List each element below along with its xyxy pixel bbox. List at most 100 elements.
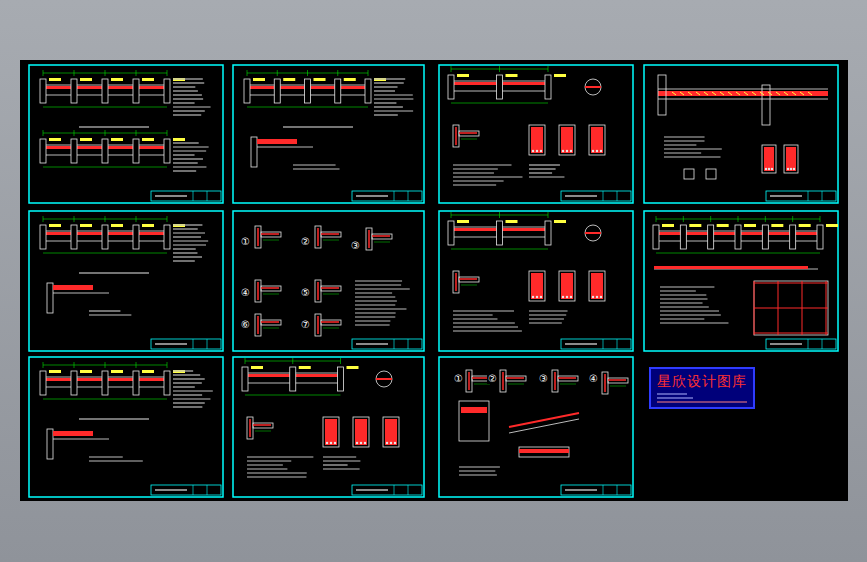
drawing-line bbox=[355, 304, 395, 305]
drawing-line bbox=[173, 154, 195, 155]
drawing-rect bbox=[799, 224, 811, 227]
drawing-rect bbox=[531, 273, 543, 299]
drawing-line bbox=[374, 114, 398, 115]
drawing-rect bbox=[662, 224, 674, 227]
drawing-rect bbox=[519, 449, 569, 453]
drawing-line bbox=[173, 162, 198, 163]
drawing-line bbox=[822, 339, 823, 349]
drawing-rect bbox=[453, 271, 459, 293]
drawing-line bbox=[355, 288, 410, 289]
logo-lines bbox=[651, 391, 757, 407]
drawing-line bbox=[736, 92, 740, 95]
drawing-rect bbox=[385, 419, 397, 445]
drawing-rect bbox=[251, 366, 263, 369]
drawing-rect bbox=[602, 372, 608, 394]
drawing-line bbox=[193, 485, 194, 495]
drawing-line bbox=[394, 191, 395, 201]
drawing-rect bbox=[561, 273, 573, 299]
drawing-line bbox=[292, 358, 293, 364]
drawing-rect bbox=[552, 370, 558, 392]
drawing-line bbox=[808, 191, 809, 201]
drawing-line bbox=[43, 130, 44, 136]
drawing-line bbox=[355, 284, 401, 285]
drawing-line bbox=[738, 216, 739, 222]
drawing-line bbox=[664, 144, 696, 145]
drawing-line bbox=[453, 168, 498, 169]
drawing-rect bbox=[366, 228, 372, 250]
drawing-rect bbox=[355, 419, 367, 445]
drawing-line bbox=[792, 92, 796, 95]
drawing-rect bbox=[439, 357, 633, 497]
drawing-rect bbox=[49, 224, 61, 227]
drawing-rect bbox=[558, 376, 578, 381]
drawing-rect bbox=[497, 221, 503, 245]
callout-number: ② bbox=[487, 373, 498, 384]
drawing-line bbox=[657, 402, 747, 403]
drawing-line bbox=[658, 89, 828, 90]
drawing-rect bbox=[500, 370, 506, 392]
drawing-line bbox=[167, 216, 168, 222]
drawing-line bbox=[173, 252, 197, 253]
drawing-line bbox=[502, 372, 504, 390]
drawing-line bbox=[453, 310, 514, 311]
drawing-rect bbox=[706, 169, 716, 179]
drawing-line bbox=[459, 278, 477, 280]
drawing-line bbox=[173, 378, 205, 379]
drawing-rect bbox=[561, 339, 631, 349]
drawing-line bbox=[558, 377, 576, 379]
drawing-rect bbox=[242, 367, 248, 391]
drawing-line bbox=[105, 362, 106, 368]
drawing-line bbox=[155, 343, 187, 344]
drawing-line bbox=[680, 92, 684, 95]
drawing-rect bbox=[49, 138, 61, 141]
drawing-rect bbox=[151, 485, 221, 495]
drawing-line bbox=[173, 256, 202, 257]
drawing-rect bbox=[53, 285, 93, 290]
drawing-line bbox=[255, 431, 271, 432]
drawing-line bbox=[173, 382, 202, 383]
drawing-line bbox=[355, 324, 390, 325]
rebar-dot bbox=[334, 442, 336, 444]
drawing-rect bbox=[589, 271, 605, 301]
drawing-rect bbox=[80, 78, 92, 81]
drawing-rect bbox=[164, 225, 170, 249]
drawing-rect bbox=[40, 139, 46, 163]
drawing-rect bbox=[459, 401, 489, 441]
drawing-rect bbox=[233, 357, 424, 497]
drawing-line bbox=[603, 485, 604, 495]
drawing-line bbox=[565, 489, 597, 490]
drawing-line bbox=[529, 318, 564, 319]
drawing-line bbox=[660, 322, 728, 323]
drawing-line bbox=[173, 166, 206, 167]
drawing-line bbox=[408, 485, 409, 495]
drawing-line bbox=[820, 216, 821, 222]
drawing-line bbox=[74, 362, 75, 368]
drawing-line bbox=[509, 419, 579, 433]
drawing-rect bbox=[47, 429, 53, 459]
drawing-line bbox=[768, 92, 772, 95]
drawing-line bbox=[105, 70, 106, 76]
drawing-rect bbox=[133, 139, 139, 163]
drawing-line bbox=[368, 230, 370, 248]
drawing-rect bbox=[102, 79, 108, 103]
drawing-rect bbox=[762, 85, 770, 125]
drawing-line bbox=[261, 287, 279, 289]
drawing-rect bbox=[735, 225, 741, 249]
rebar-dot bbox=[532, 296, 534, 298]
drawing-rect bbox=[40, 225, 46, 249]
drawing-rect bbox=[762, 225, 768, 249]
callout-number: ⑤ bbox=[300, 287, 311, 298]
drawing-line bbox=[374, 86, 398, 87]
drawing-rect bbox=[133, 371, 139, 395]
drawing-rect bbox=[80, 138, 92, 141]
drawing-rect bbox=[744, 224, 756, 227]
drawing-line bbox=[760, 92, 764, 95]
drawing-line bbox=[193, 339, 194, 349]
drawing-line bbox=[529, 168, 556, 169]
drawing-line bbox=[136, 130, 137, 136]
drawing-rect bbox=[133, 225, 139, 249]
drawing-rect bbox=[372, 234, 392, 239]
drawing-line bbox=[257, 147, 313, 148]
drawing-line bbox=[105, 130, 106, 136]
drawing-line bbox=[173, 236, 201, 237]
